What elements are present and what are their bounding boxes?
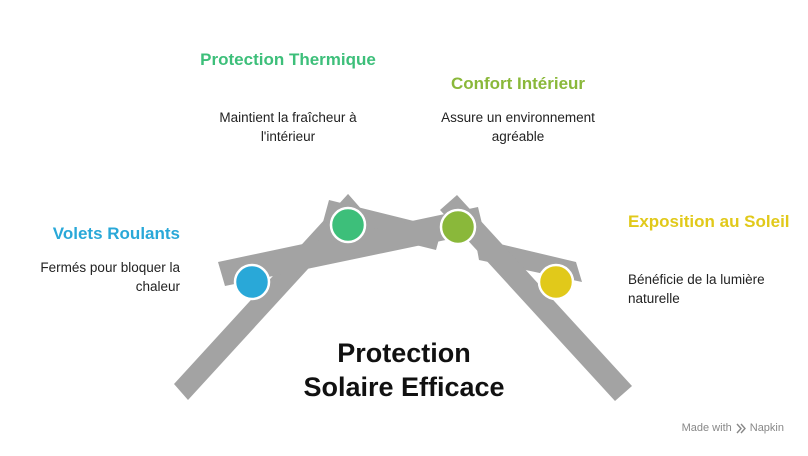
- label-desc-volets-roulants: Fermés pour bloquer la chaleur: [40, 260, 180, 294]
- label-title-volets-roulants: Volets Roulants: [52, 224, 180, 243]
- label-desc-exposition-soleil: Bénéficie de la lumière naturelle: [628, 272, 765, 306]
- watermark: Made with Napkin: [682, 422, 784, 434]
- label-title-protection-thermique: Protection Thermique: [200, 50, 376, 69]
- watermark-prefix: Made with: [681, 422, 732, 434]
- label-desc-protection-thermique: Maintient la fraîcheur à l'intérieur: [219, 110, 357, 144]
- watermark-brand: Napkin: [749, 422, 784, 434]
- beam-right-diagonal: [440, 195, 632, 401]
- title-line-1: Protection: [337, 338, 471, 368]
- label-title-exposition-soleil: Exposition au Soleil: [628, 212, 790, 231]
- diagram-title: Protection Solaire Efficace: [254, 336, 554, 404]
- label-title-confort-interieur: Confort Intérieur: [450, 74, 586, 93]
- node-protection-thermique: [329, 206, 367, 244]
- node-confort-interieur: [439, 208, 477, 246]
- beam-top-horizontal-lower: [218, 207, 484, 286]
- label-desc-confort-interieur: Assure un environnement agréable: [441, 110, 595, 144]
- title-line-2: Solaire Efficace: [303, 372, 505, 402]
- node-volets-roulants: [233, 263, 271, 301]
- node-exposition-soleil: [537, 263, 575, 301]
- napkin-logo-icon: [736, 423, 746, 433]
